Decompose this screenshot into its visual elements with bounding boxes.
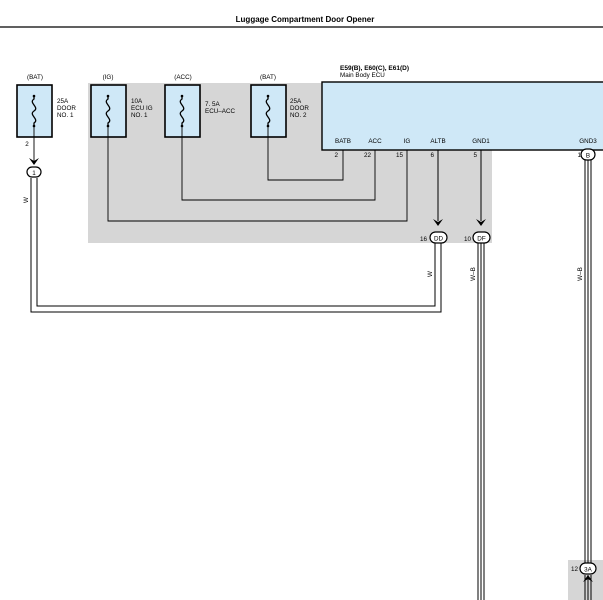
wire-color-gnd3: W–B — [577, 267, 584, 281]
wire-ig — [107, 126, 408, 222]
gnd1-wire-harness — [477, 242, 485, 600]
terminal-label-ig: IG — [404, 138, 411, 145]
junction-b-id: B — [586, 153, 590, 160]
fuse-3-name-line-1: ECU–ACC — [205, 108, 236, 115]
fuse-1-source: (BAT) — [27, 74, 43, 81]
terminal-label-gnd3: GND3 — [579, 138, 597, 145]
junction-dd-id: DD — [434, 236, 444, 243]
arrow-3a-icon — [583, 575, 593, 582]
wire-batb — [267, 126, 344, 181]
junction-3a-id: 3A — [584, 567, 593, 574]
junction-dd: 16 DD — [420, 231, 448, 244]
fuse-3-rating: 7. 5A — [205, 101, 221, 108]
arrow-gnd1-icon — [476, 219, 486, 226]
diagram-title: Luggage Compartment Door Opener — [236, 15, 375, 24]
arrow-fuse1-icon — [29, 158, 39, 165]
pin-gnd3: 1 — [577, 152, 581, 159]
fuse-3-source: (ACC) — [174, 74, 192, 81]
fuse-2-source: (IG) — [103, 74, 114, 81]
fuse-1-name-line-2: NO. 1 — [57, 112, 74, 119]
pin-gnd1: 5 — [473, 152, 477, 159]
fuse-2-top-dot — [106, 94, 110, 98]
wire-color-bat: W — [23, 197, 30, 203]
internal-wires — [107, 126, 408, 222]
fuse-2-rating: 10A — [131, 98, 143, 105]
terminal-label-acc: ACC — [368, 138, 382, 145]
junction-df-pin: 10 — [464, 236, 472, 243]
junction-df: 10 DF — [464, 231, 491, 244]
pin-altb: 6 — [430, 152, 434, 159]
ecu-connectors: E59(B), E60(C), E61(D) — [340, 65, 409, 72]
junction-1-id: 1 — [32, 170, 36, 177]
fuse-3-top-dot — [180, 94, 184, 98]
junction-b: B — [580, 148, 596, 161]
pin-acc: 22 — [364, 152, 372, 159]
wire-color-altb: W — [427, 271, 434, 277]
terminal-label-altb: ALTB — [430, 138, 445, 145]
fuse-1-symbol-icon — [31, 95, 37, 127]
fuse-4-rating: 25A — [290, 98, 302, 105]
fuse-1-top-dot — [32, 94, 36, 98]
gnd3-wire-harness — [584, 160, 592, 600]
junction-3a-pin: 12 — [571, 566, 579, 573]
junction-dd-pin: 16 — [420, 236, 428, 243]
arrow-altb-icon — [433, 219, 443, 226]
pin-batb: 2 — [334, 152, 338, 159]
pin-ig: 15 — [396, 152, 404, 159]
fuse-2-symbol-icon — [105, 95, 111, 127]
ecu-body — [321, 81, 603, 151]
terminal-label-gnd1: GND1 — [472, 138, 490, 145]
fuse-4-name-line-1: DOOR — [290, 105, 309, 112]
fuse-4-name-line-2: NO. 2 — [290, 112, 307, 119]
fuse-4-source: (BAT) — [260, 74, 276, 81]
fuse-3-symbol-icon — [179, 95, 185, 127]
fuse-1-name-line-1: DOOR — [57, 105, 76, 112]
junction-1: 1 — [26, 166, 42, 178]
fuse-2-name-line-2: NO. 1 — [131, 112, 148, 119]
fuse-1-rating: 25A — [57, 98, 69, 105]
junction-df-id: DF — [477, 236, 486, 243]
wire-acc — [181, 126, 376, 201]
fuse-4-top-dot — [266, 94, 270, 98]
fuse-1-pin: 2 — [25, 141, 29, 148]
junction-3a: 12 3A — [571, 562, 597, 575]
wire-color-gnd1: W–B — [470, 267, 477, 281]
terminal-label-batb: BATB — [335, 138, 351, 145]
fuse-2-name-line-1: ECU IG — [131, 105, 153, 112]
ecu-name: Main Body ECU — [340, 72, 385, 79]
bat-wire-harness — [30, 178, 442, 313]
fuse-4-symbol-icon — [265, 95, 271, 127]
